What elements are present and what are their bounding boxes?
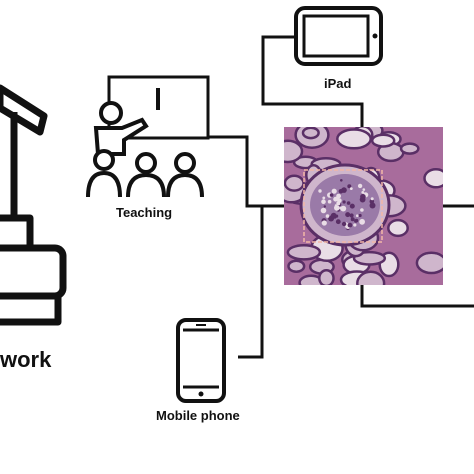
glomerulus-cell: [347, 222, 353, 228]
glomerulus-cell: [360, 208, 364, 212]
tubule: [423, 168, 443, 189]
tubule: [287, 259, 306, 273]
glomerulus-cell: [354, 218, 359, 223]
roi-box: [303, 169, 383, 243]
glomerulus-cell: [346, 201, 351, 205]
glomerulus-cell: [329, 193, 334, 197]
glomerulus-cell: [347, 184, 352, 189]
glomerulus-cell: [350, 217, 355, 222]
ipad-label: iPad: [324, 76, 352, 91]
teaching-label: Teaching: [116, 205, 173, 220]
glomerulus-cell: [334, 205, 340, 211]
connector-right-bottom: [360, 285, 474, 308]
glomerulus-cell: [334, 204, 338, 207]
network-label: work: [0, 347, 52, 372]
tubule: [336, 128, 372, 150]
glomerulus-cell: [323, 205, 326, 208]
tubule: [370, 133, 396, 148]
glomerulus-cell: [357, 183, 363, 189]
glomerulus-cell: [349, 203, 355, 209]
tubule: [318, 268, 335, 285]
glomerulus-cell: [336, 193, 341, 199]
connector-teaching: [209, 135, 287, 208]
tubule: [284, 139, 304, 164]
glomerulus-cell: [337, 198, 342, 203]
glomerulus-cell: [358, 213, 362, 218]
glomerulus-cell: [345, 212, 351, 218]
glomerulus-cell: [370, 197, 374, 201]
tubule: [415, 251, 443, 275]
glomerulus-cell: [322, 196, 326, 200]
tubule: [301, 127, 320, 140]
glomerulus-cell: [360, 193, 366, 200]
tubule: [387, 218, 409, 238]
microscope-icon: [0, 84, 67, 326]
glomerulus-cell: [331, 188, 337, 194]
connector-lines: [209, 35, 474, 359]
glomerulus-cell: [325, 214, 330, 218]
glomerulus-cell: [327, 199, 332, 204]
glomerulus-cell: [341, 221, 347, 227]
glomerulus-cell: [340, 179, 343, 182]
glomerulus-cell: [353, 223, 357, 227]
glomerulus-cell: [361, 191, 365, 194]
glomerulus-cell: [333, 196, 338, 202]
glomerulus-cell: [320, 207, 327, 214]
glomerulus-cell: [338, 189, 344, 194]
glomerulus-cell: [330, 212, 337, 219]
tubule: [284, 174, 305, 192]
glomerulus-cell: [359, 218, 365, 225]
connector-ipad: [261, 35, 364, 127]
glomerulus-cell: [349, 213, 354, 218]
tubule: [399, 142, 420, 155]
glomerulus: [299, 163, 391, 247]
teaching-icon: [86, 75, 210, 198]
glomerulus-cell: [318, 189, 322, 193]
glomerulus-cell: [369, 202, 376, 209]
ipad-icon: [294, 6, 383, 66]
mobile-phone-icon: [176, 318, 226, 403]
tubule: [286, 243, 322, 261]
glomerulus-cell: [349, 187, 353, 191]
glomerulus-cell: [362, 188, 366, 191]
glomerulus-cell: [342, 200, 346, 204]
glomerulus-cell: [356, 214, 359, 217]
histology-slide-image: [284, 127, 443, 285]
glomerulus-cell: [321, 199, 326, 204]
glomerulus-cell: [339, 206, 343, 210]
connector-mobile: [238, 206, 264, 359]
glomerulus-cell: [335, 219, 341, 225]
mobile-phone-label: Mobile phone: [156, 408, 240, 423]
tubule: [356, 270, 386, 285]
glomerulus-cell: [321, 220, 327, 226]
